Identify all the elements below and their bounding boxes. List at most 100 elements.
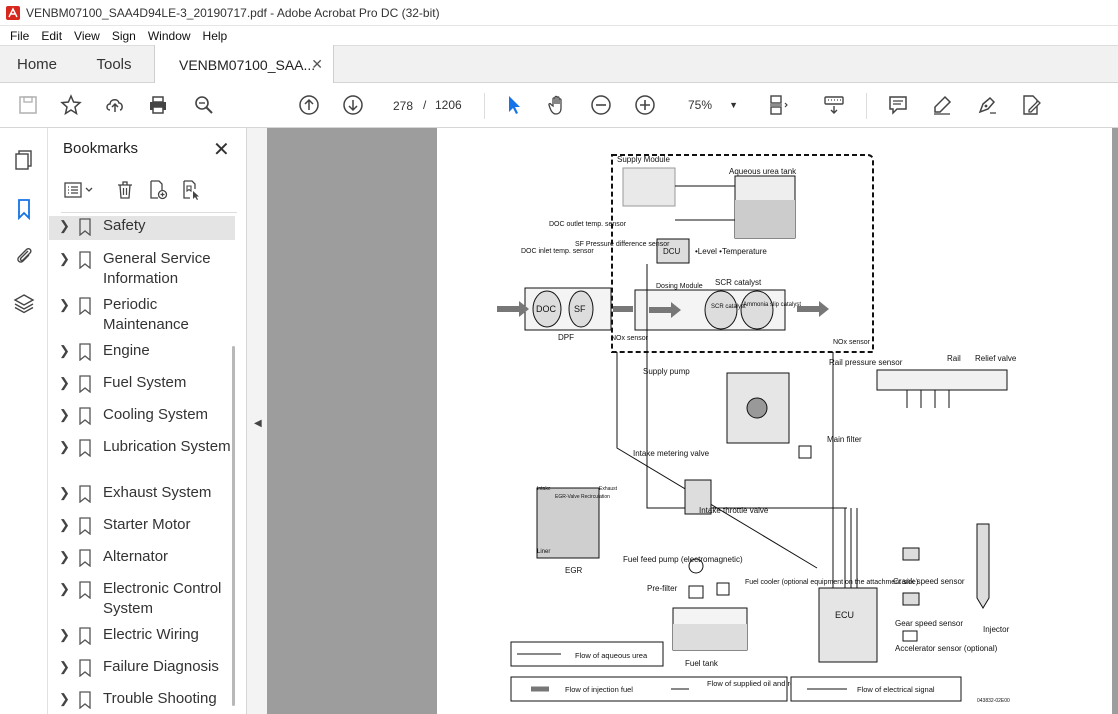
document-viewport[interactable]: Supply Module Aqueous urea tank DCU •Lev… <box>267 128 1118 714</box>
keyboard-scroll-icon[interactable] <box>822 93 846 117</box>
select-cursor-icon[interactable] <box>502 93 526 117</box>
fuel-cooler-label: Fuel cooler (optional equipment on the a… <box>745 579 918 586</box>
bookmark-item-electronic-control-system[interactable]: ❯ Electronic Control System <box>49 579 235 619</box>
chevron-right-icon[interactable]: ❯ <box>59 407 70 422</box>
chevron-right-icon[interactable]: ❯ <box>59 549 70 564</box>
bookmark-label: General Service Information <box>103 250 211 287</box>
zoom-search-icon[interactable] <box>192 93 216 117</box>
sf-label: SF <box>574 304 586 314</box>
highlight-pen-icon[interactable] <box>930 93 954 117</box>
chevron-right-icon[interactable]: ❯ <box>59 343 70 358</box>
chevron-right-icon[interactable]: ❯ <box>59 517 70 532</box>
zoom-out-icon[interactable] <box>589 93 613 117</box>
bookmark-item-periodic-maintenance[interactable]: ❯ Periodic Maintenance <box>49 295 235 335</box>
star-icon[interactable] <box>59 93 83 117</box>
bookmark-label: Alternator <box>103 548 169 565</box>
bookmark-item-lubrication-system[interactable]: ❯ Lubrication System <box>49 437 235 457</box>
legend-electrical-label: Flow of electrical signal <box>857 685 935 694</box>
collapse-panel-icon[interactable]: ◀ <box>254 418 262 429</box>
previous-page-icon[interactable] <box>297 93 321 117</box>
bookmark-item-failure-diagnosis[interactable]: ❯ Failure Diagnosis <box>49 657 235 677</box>
bookmark-icon <box>79 218 91 236</box>
doc-outlet-label: DOC outlet temp. sensor <box>549 221 627 228</box>
fuel-tank-label: Fuel tank <box>685 659 719 668</box>
bookmark-item-alternator[interactable]: ❯ Alternator <box>49 547 235 567</box>
bookmark-item-fuel-system[interactable]: ❯ Fuel System <box>49 373 235 393</box>
new-bookmark-icon[interactable] <box>146 178 170 202</box>
bookmark-icon <box>79 375 91 393</box>
tab-bar: Home Tools VENBM07100_SAA... ✕ <box>0 45 1118 84</box>
close-tab-icon[interactable]: ✕ <box>311 56 323 72</box>
chevron-right-icon[interactable]: ❯ <box>59 485 70 500</box>
chevron-right-icon[interactable]: ❯ <box>59 691 70 706</box>
bookmark-icon <box>79 659 91 677</box>
menu-edit[interactable]: Edit <box>41 28 63 43</box>
bookmark-item-trouble-shooting[interactable]: ❯ Trouble Shooting <box>49 689 235 709</box>
bookmark-icon <box>79 691 91 709</box>
bookmark-from-selection-icon[interactable] <box>179 178 203 202</box>
page-thumbnails-icon[interactable] <box>12 148 36 172</box>
menu-view[interactable]: View <box>74 28 100 43</box>
print-icon[interactable] <box>146 93 170 117</box>
toolbar-divider <box>866 93 867 119</box>
bookmarks-title: Bookmarks <box>63 140 139 157</box>
chevron-right-icon[interactable]: ❯ <box>59 218 70 233</box>
bookmark-item-electric-wiring[interactable]: ❯ Electric Wiring <box>49 625 235 645</box>
menu-window[interactable]: Window <box>147 28 191 43</box>
bookmark-icon <box>79 581 91 599</box>
dpf-label: DPF <box>558 333 574 342</box>
bookmark-item-safety[interactable]: ❯ Safety <box>49 216 235 240</box>
bookmark-item-engine[interactable]: ❯ Engine <box>49 341 235 361</box>
chevron-right-icon[interactable]: ❯ <box>59 251 70 266</box>
chevron-right-icon[interactable]: ❯ <box>59 627 70 642</box>
bookmark-item-starter-motor[interactable]: ❯ Starter Motor <box>49 515 235 535</box>
figure-code: 043832-02E00 <box>977 698 1010 704</box>
tab-home[interactable]: Home <box>16 56 57 73</box>
zoom-in-icon[interactable] <box>633 93 657 117</box>
page-number-input[interactable]: 278 <box>385 93 421 117</box>
menu-sign[interactable]: Sign <box>111 28 136 43</box>
save-icon[interactable] <box>16 93 40 117</box>
layers-icon[interactable] <box>12 291 36 315</box>
zoom-select[interactable]: 75% ▼ <box>680 93 742 117</box>
bookmark-panel-icon[interactable] <box>12 197 36 221</box>
bookmarks-scrollbar[interactable] <box>232 346 235 706</box>
urea-level <box>735 200 795 238</box>
hand-tool-icon[interactable] <box>545 93 569 117</box>
chevron-right-icon[interactable]: ❯ <box>59 375 70 390</box>
bookmark-icon <box>79 343 91 361</box>
next-page-icon[interactable] <box>341 93 365 117</box>
bookmark-item-cooling-system[interactable]: ❯ Cooling System <box>49 405 235 425</box>
main-filter-shape <box>798 445 812 459</box>
sign-pen-icon[interactable] <box>975 93 999 117</box>
bookmark-label: Fuel System <box>103 374 187 391</box>
menu-help[interactable]: Help <box>202 28 228 43</box>
panel-splitter[interactable]: ◀ <box>247 128 267 714</box>
chevron-right-icon[interactable]: ❯ <box>59 581 70 596</box>
attachment-icon[interactable] <box>12 243 36 267</box>
page-fit-icon[interactable] <box>766 93 790 117</box>
injector-label: Injector <box>983 625 1010 634</box>
egr-valve-label: EGR-Valve Recirculation <box>555 494 610 500</box>
comment-icon[interactable] <box>886 93 910 117</box>
toolbar-divider <box>484 93 485 119</box>
chevron-right-icon[interactable]: ❯ <box>59 297 70 312</box>
upload-cloud-icon[interactable] <box>103 93 127 117</box>
rail-label: Rail <box>947 354 961 363</box>
menu-file[interactable]: File <box>10 28 30 43</box>
fuel-feed-pump-shape <box>688 558 704 574</box>
bookmark-icon <box>79 297 91 315</box>
bookmark-item-general-service-information[interactable]: ❯ General Service Information <box>49 249 235 289</box>
edit-pdf-icon[interactable] <box>1019 93 1043 117</box>
delete-bookmark-icon[interactable] <box>113 178 137 202</box>
chevron-right-icon[interactable]: ❯ <box>59 439 70 454</box>
bookmark-item-exhaust-system[interactable]: ❯ Exhaust System <box>49 483 235 503</box>
close-panel-icon[interactable]: ✕ <box>213 139 230 161</box>
tab-tools[interactable]: Tools <box>96 56 132 73</box>
liner-label: Liner <box>537 549 550 555</box>
tab-document[interactable]: VENBM07100_SAA... ✕ <box>154 45 334 84</box>
chevron-right-icon[interactable]: ❯ <box>59 659 70 674</box>
rail-pressure-label: Rail pressure sensor <box>829 358 903 367</box>
bookmark-options-menu[interactable] <box>61 178 99 202</box>
bookmark-icon <box>79 407 91 425</box>
